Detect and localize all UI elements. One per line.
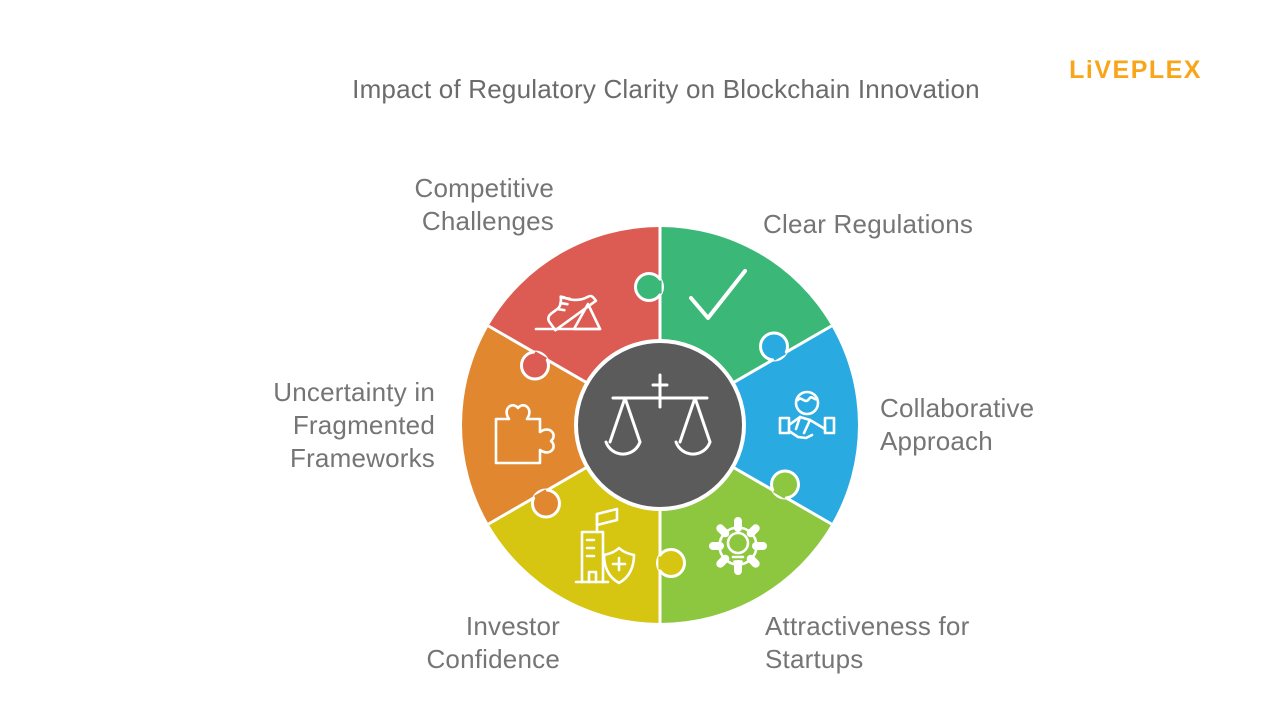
- checkmark-icon: [689, 269, 747, 320]
- puzzle-tab-investor-confidence: [656, 548, 686, 578]
- puzzle-tab-neck: [652, 280, 662, 294]
- segment-uncertainty-in-fragmented-frameworks: [462, 326, 660, 524]
- puzzle-tab-neck: [773, 483, 790, 499]
- gear-lightbulb-icon: [709, 517, 767, 575]
- puzzle-tab-neck: [534, 489, 551, 505]
- segment-collaborative-approach: [660, 326, 858, 524]
- liveplex-logo: LiVEPLEX: [1069, 56, 1202, 84]
- running-shoe-icon: [534, 294, 602, 332]
- label-attractiveness-for-startups: Attractiveness for Startups: [765, 611, 970, 674]
- label-competitive-challenges: Competitive Challenges: [414, 173, 554, 236]
- page-title: Impact of Regulatory Clarity on Blockcha…: [352, 74, 980, 104]
- puzzle-tab-neck: [530, 351, 547, 367]
- puzzle-piece-icon: [494, 404, 555, 465]
- balance-scale-icon: [604, 373, 712, 456]
- puzzle-wheel-diagram: [462, 227, 858, 623]
- label-uncertainty-in-fragmented-frameworks: Uncertainty in Fragmented Frameworks: [273, 377, 435, 473]
- puzzle-tab-clear-regulations: [634, 272, 664, 302]
- puzzle-tab-neck: [658, 556, 668, 570]
- label-clear-regulations: Clear Regulations: [763, 209, 974, 239]
- center-hub: [574, 339, 746, 511]
- building-shield-icon: [574, 507, 636, 585]
- label-investor-confidence: Investor Confidence: [426, 611, 560, 674]
- center-circle: [574, 339, 746, 511]
- puzzle-tab-neck: [769, 345, 786, 361]
- handshake-globe-icon: [778, 390, 836, 440]
- label-collaborative-approach: Collaborative Approach: [880, 393, 1035, 456]
